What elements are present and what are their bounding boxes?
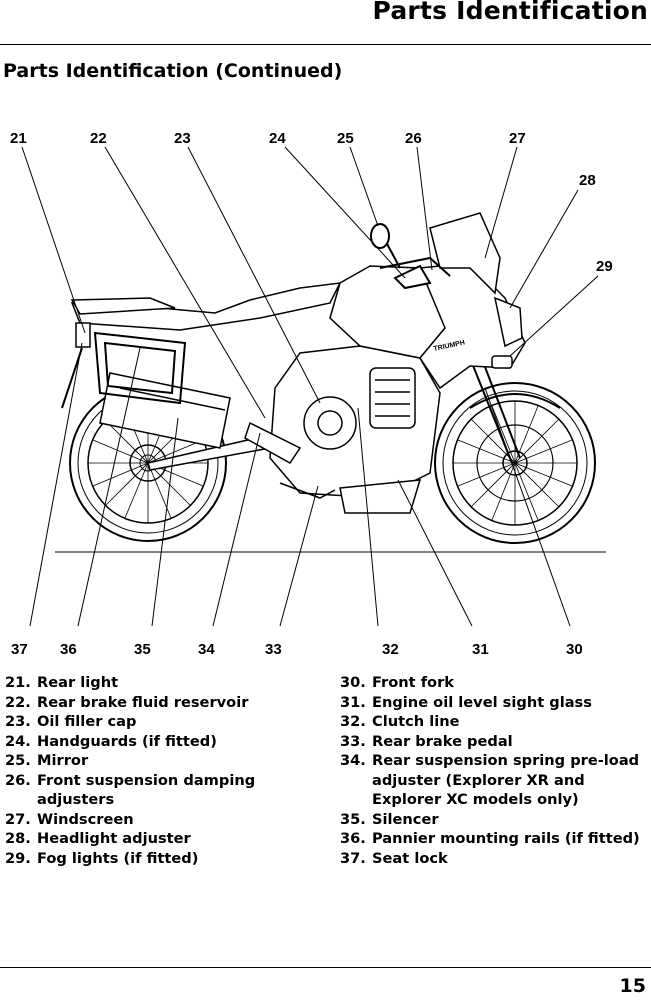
- callout-27: 27: [509, 130, 526, 147]
- rear-light: [75, 322, 91, 348]
- list-item: 24. Handguards (if fitted): [5, 732, 325, 752]
- item-label: Headlight adjuster: [37, 830, 191, 847]
- pannier-rails: [93, 331, 187, 405]
- item-label: Windscreen: [37, 810, 134, 828]
- item-number: 24.: [5, 732, 31, 750]
- list-item: 26. Front suspension damping adjusters: [5, 771, 325, 810]
- list-item: 22. Rear brake fluid reservoir: [5, 693, 325, 713]
- item-number: 21.: [5, 674, 31, 691]
- item-number: 30.: [340, 674, 366, 691]
- item-number: 26.: [5, 771, 31, 789]
- callout-33: 33: [265, 641, 282, 658]
- foot-controls: [244, 421, 336, 499]
- item-number: 37.: [340, 849, 366, 867]
- item-number: 35.: [340, 810, 366, 828]
- item-label: Front suspension damping adjusters: [37, 771, 256, 809]
- page-number: 15: [619, 975, 646, 997]
- item-label: Rear suspension spring pre-load adjuster…: [372, 752, 640, 808]
- parts-list-right: 30. Front fork 31. Engine oil level sight …: [340, 673, 640, 868]
- callout-24: 24: [269, 130, 286, 147]
- item-number: 25.: [5, 752, 31, 769]
- callout-36: 36: [60, 641, 77, 658]
- list-item: 33. Rear brake pedal: [340, 732, 640, 752]
- list-item: 36. Pannier mounting rails (if fitted): [340, 829, 640, 849]
- list-item: 29. Fog lights (if fitted): [5, 849, 325, 869]
- handlebar-and-mirror: [370, 223, 451, 290]
- item-number: 23.: [5, 713, 31, 730]
- front-wheel: [434, 382, 596, 544]
- callout-23: 23: [174, 130, 191, 147]
- item-label: Pannier mounting rails (if fitted): [372, 830, 640, 847]
- leader-lines: [21, 146, 599, 627]
- item-number: 31.: [340, 693, 366, 711]
- item-label: Clutch line: [372, 713, 460, 730]
- motorcycle-diagram: TRIUMPH 21 22 23: [10, 130, 613, 658]
- item-number: 22.: [5, 693, 31, 711]
- item-label: Fog lights (if fitted): [37, 849, 199, 867]
- list-item: 30. Front fork: [340, 673, 640, 693]
- item-number: 29.: [5, 849, 31, 867]
- item-number: 32.: [340, 713, 366, 730]
- item-label: Rear brake pedal: [372, 732, 513, 750]
- item-label: Oil filler cap: [37, 713, 137, 730]
- callout-37: 37: [11, 641, 28, 658]
- list-item: 27. Windscreen: [5, 810, 325, 830]
- footer-divider: [0, 967, 651, 968]
- list-item: 34. Rear suspension spring pre-load adjus…: [340, 751, 640, 810]
- item-label: Rear brake fluid reservoir: [37, 693, 249, 711]
- seat-and-rack: [70, 282, 342, 331]
- item-label: Seat lock: [372, 849, 448, 867]
- engine: [269, 345, 441, 514]
- callout-34: 34: [198, 641, 215, 658]
- list-item: 25. Mirror: [5, 751, 325, 771]
- list-item: 21. Rear light: [5, 673, 325, 693]
- header-divider: [0, 44, 651, 45]
- list-item: 37. Seat lock: [340, 849, 640, 869]
- item-label: Mirror: [37, 752, 89, 769]
- list-item: 35. Silencer: [340, 810, 640, 830]
- front-fender: [469, 393, 561, 409]
- item-label: Silencer: [372, 810, 439, 828]
- item-label: Front fork: [372, 674, 454, 691]
- headlight-area: [491, 296, 523, 369]
- item-label: Engine oil level sight glass: [372, 693, 592, 711]
- section-title: Parts Identification (Continued): [3, 60, 343, 82]
- item-number: 34.: [340, 752, 366, 769]
- item-label: Handguards (if fitted): [37, 732, 217, 750]
- item-number: 36.: [340, 830, 366, 847]
- list-item: 28. Headlight adjuster: [5, 829, 325, 849]
- item-label: Rear light: [37, 674, 119, 691]
- item-number: 28.: [5, 830, 31, 847]
- callout-35: 35: [134, 641, 151, 658]
- rear-hugger: [61, 347, 83, 409]
- silencer: [99, 372, 231, 449]
- item-number: 33.: [340, 732, 366, 750]
- callout-22: 22: [90, 130, 107, 147]
- page-header-title: Parts Identification: [372, 0, 648, 25]
- callout-28: 28: [579, 172, 596, 189]
- list-item: 23. Oil filler cap: [5, 712, 325, 732]
- list-item: 32. Clutch line: [340, 712, 640, 732]
- parts-list-left: 21. Rear light 22. Rear brake fluid reserv…: [5, 673, 325, 868]
- callout-21: 21: [10, 130, 27, 147]
- callout-30: 30: [566, 641, 583, 658]
- callout-29: 29: [596, 258, 613, 275]
- item-number: 27.: [5, 810, 31, 828]
- list-item: 31. Engine oil level sight glass: [340, 693, 640, 713]
- callout-25: 25: [337, 130, 354, 147]
- callout-32: 32: [382, 641, 399, 658]
- callout-26: 26: [405, 130, 422, 147]
- callout-31: 31: [472, 641, 489, 658]
- front-fork: [469, 353, 521, 464]
